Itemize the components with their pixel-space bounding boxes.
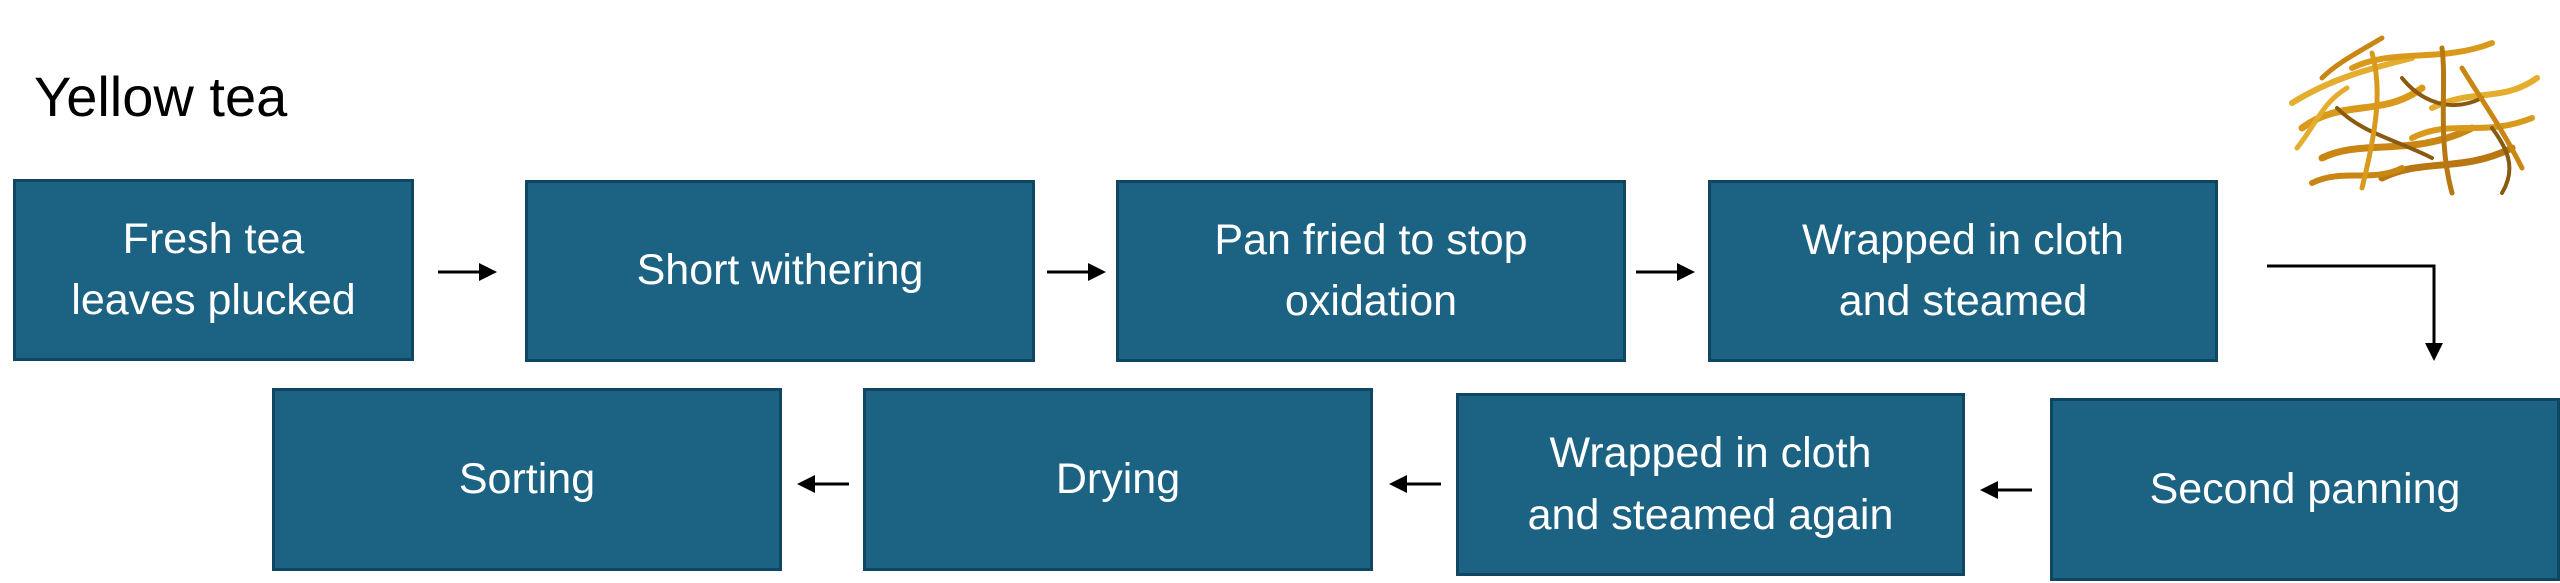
step-second-panning: Second panning: [2050, 398, 2560, 581]
step-label-line: and steamed again: [1527, 490, 1894, 539]
step-label-line: Sorting: [458, 454, 596, 503]
step-label-line: Short withering: [636, 246, 924, 295]
step-label-line: oxidation: [1284, 277, 1458, 325]
yellow-tea-leaves-image: [2289, 35, 2540, 196]
step-label-line: Wrapped in cloth: [1802, 215, 2124, 264]
diagram-title: Yellow tea: [34, 65, 288, 128]
step-label-line: Pan fried to stop: [1214, 215, 1528, 264]
step-label-line: Fresh tea: [122, 214, 305, 263]
step-label-line: Wrapped in cloth: [1549, 429, 1872, 478]
step-label-line: Second panning: [2149, 464, 2461, 513]
step-short-withering: Short withering: [525, 180, 1035, 362]
step-sorting: Sorting: [272, 388, 782, 571]
step-label-line: Drying: [1055, 454, 1181, 503]
step-wrapped-and-steamed: Wrapped in cloth and steamed: [1708, 180, 2218, 362]
step-label-line: leaves plucked: [71, 276, 356, 324]
step-label-line: and steamed: [1838, 277, 2088, 325]
step-wrapped-and-steamed-again: Wrapped in cloth and steamed again: [1456, 393, 1965, 576]
arrow-elbow-down: [2267, 264, 2443, 361]
step-fresh-tea-leaves-plucked: Fresh tea leaves plucked: [13, 179, 414, 361]
step-pan-fried: Pan fried to stop oxidation: [1116, 180, 1626, 362]
step-drying: Drying: [863, 388, 1373, 571]
